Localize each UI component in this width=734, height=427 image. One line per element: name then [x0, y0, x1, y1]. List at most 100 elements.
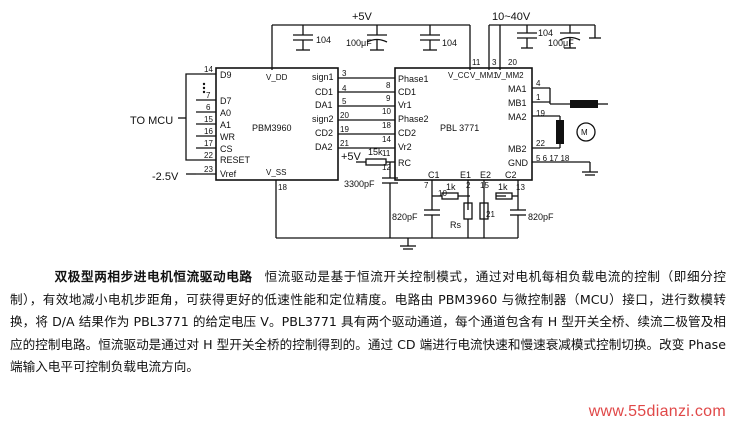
chip2-pin-vmm2: V_MM2 — [496, 71, 524, 80]
chip2-num-14: 14 — [382, 135, 391, 144]
chip2-num-19: 19 — [536, 109, 545, 118]
chip2-pin-vmm1: V_MM1 — [470, 71, 498, 80]
cap-100u-a-label: 100μF — [346, 38, 372, 48]
res-s-label: Rs — [450, 220, 461, 230]
chip2-num-top-3: 3 — [492, 58, 497, 67]
chip1-num-4: 4 — [342, 84, 347, 93]
chip1-pin-vss: 18 — [278, 183, 287, 192]
chip1-pin-vref: Vref — [220, 169, 237, 179]
chip1-pin-reset: RESET — [220, 155, 251, 165]
chip2-num-b7: 7 — [424, 181, 429, 190]
chip2-pin-rc: RC — [398, 158, 411, 168]
figure-caption: 双极型两相步进电机恒流驱动电路恒流驱动是基于恒流开关控制模式，通过对电机每相负载… — [10, 266, 726, 379]
neg-supply-label: -2.5V — [152, 171, 179, 183]
chip2-pin-mb1: MB1 — [508, 98, 527, 108]
supply-rail-5v: +5V 104 100μF 104 — [271, 11, 471, 70]
chip1-num-15: 15 — [204, 115, 213, 124]
chip2-pin-gnd: GND — [508, 158, 529, 168]
caption-body: 恒流驱动是基于恒流开关控制模式，通过对电机每相负载电流的控制（即细分控制），有效… — [10, 269, 727, 374]
sense-network: 1k 820pF Rs 1k 820pF — [276, 180, 554, 250]
chip1-num-7: 7 — [206, 91, 211, 100]
chip2-num-12: 12 — [382, 163, 391, 172]
chip2-pin-ma2: MA2 — [508, 112, 527, 122]
chip2-pin-phase2: Phase2 — [398, 114, 429, 124]
chip2-num-22: 22 — [536, 139, 545, 148]
chip2-num-1: 1 — [536, 93, 541, 102]
chip2-pin-vcc: V_CC — [448, 71, 470, 80]
chip2-num-8: 8 — [386, 81, 391, 90]
chip1-num-22: 22 — [204, 151, 213, 160]
chip2-num-b21: 21 — [486, 210, 495, 219]
plus5v-small-label: +5V — [341, 151, 362, 163]
chip2-num-b13: 13 — [516, 183, 525, 192]
watermark: www.55dianzi.com — [588, 403, 726, 420]
supply-5v-label: +5V — [352, 11, 373, 23]
chip2-num-10: 10 — [382, 107, 391, 116]
chip-pbl3771: PBL 3771 Phase1 CD1 Vr1 Phase2 CD2 Vr2 R… — [382, 58, 570, 219]
chip2-num-11: 11 — [382, 149, 391, 158]
chip2-pin-mb2: MB2 — [508, 144, 527, 154]
chip1-pin-da2: DA2 — [315, 142, 333, 152]
chip2-num-top-11: 11 — [472, 58, 481, 67]
chip1-pin-cd2: CD2 — [315, 128, 333, 138]
chip1-vdd: V_DD — [266, 73, 288, 82]
chip2-pin-phase1: Phase1 — [398, 74, 429, 84]
supply-motor-label: 10~40V — [492, 11, 531, 23]
chip-pbm3960: PBM3960 V_DD V_SS 18 D9 D7 A0 A1 WR CS R… — [196, 65, 349, 238]
chip2-pin-e1: E1 — [460, 170, 471, 180]
chip1-pin-sign2: sign2 — [312, 114, 334, 124]
res-1k-a-label: 1k — [446, 182, 456, 192]
chip2-name: PBL 3771 — [440, 123, 479, 133]
caption-title: 双极型两相步进电机恒流驱动电路 — [54, 269, 253, 284]
chip2-pin-vr2: Vr2 — [398, 142, 412, 152]
res-15k-label: 15k — [368, 147, 383, 157]
chip2-pin-e2: E2 — [480, 170, 491, 180]
chip2-pin-vr1: Vr1 — [398, 100, 412, 110]
chip1-pin-a1: A1 — [220, 120, 231, 130]
chip2-num-top-20: 20 — [508, 58, 517, 67]
chip1-num-17: 17 — [204, 139, 213, 148]
chip2-num-gnd: 5 6 17 18 — [536, 154, 570, 163]
chip2-num-18: 18 — [382, 121, 391, 130]
chip1-num-19: 19 — [340, 125, 349, 134]
chip2-pin-c2: C2 — [505, 170, 517, 180]
chip1-num-3: 3 — [342, 69, 347, 78]
chip1-pin-cd1: CD1 — [315, 87, 333, 97]
chip1-num-20: 20 — [340, 111, 349, 120]
chip1-pin-a0: A0 — [220, 108, 231, 118]
chip2-pin-ma1: MA1 — [508, 84, 527, 94]
chip1-pin-sign1: sign1 — [312, 72, 334, 82]
chip1-num-23: 23 — [204, 165, 213, 174]
cap-100u-b-label: 100μF — [548, 38, 574, 48]
chip1-num-5: 5 — [342, 97, 347, 106]
chip1-pin-d7: D7 — [220, 96, 232, 106]
chip1-pin-d9: D9 — [220, 70, 232, 80]
chip1-pin-wr: WR — [220, 132, 235, 142]
motor-section: M — [532, 87, 608, 176]
cap-104c-label: 104 — [538, 28, 553, 38]
cap-3300p-label: 3300pF — [344, 179, 375, 189]
chip2-pin-cd1: CD1 — [398, 87, 416, 97]
chip2-num-4: 4 — [536, 79, 541, 88]
chip2-num-9: 9 — [386, 94, 391, 103]
chip2-pin-c1: C1 — [428, 170, 440, 180]
supply-rail-motor: 10~40V 104 100μF — [488, 11, 601, 70]
cap-104b-label: 104 — [442, 38, 457, 48]
cap-820p-a-label: 820pF — [392, 212, 418, 222]
chip2-num-b15: 15 — [480, 181, 489, 190]
cap-104a-label: 104 — [316, 35, 331, 45]
chip1-name: PBM3960 — [252, 123, 292, 133]
cap-820p-b-label: 820pF — [528, 212, 554, 222]
chip1-num-14: 14 — [204, 65, 213, 74]
chip1-pin-da1: DA1 — [315, 100, 333, 110]
chip1-vss: V_SS — [266, 168, 286, 177]
motor-label: M — [581, 128, 588, 137]
res-1k-b-label: 1k — [498, 182, 508, 192]
chip1-num-6: 6 — [206, 103, 211, 112]
mcu-bus: TO MCU -2.5V — [130, 73, 206, 183]
chip1-num-21: 21 — [340, 139, 349, 148]
interconnect-bus: +5V 15k 3300pF — [338, 77, 398, 200]
chip2-pin-cd2: CD2 — [398, 128, 416, 138]
mcu-label: TO MCU — [130, 115, 173, 127]
circuit-schematic: +5V 104 100μF 104 10~40V 104 — [130, 11, 608, 250]
